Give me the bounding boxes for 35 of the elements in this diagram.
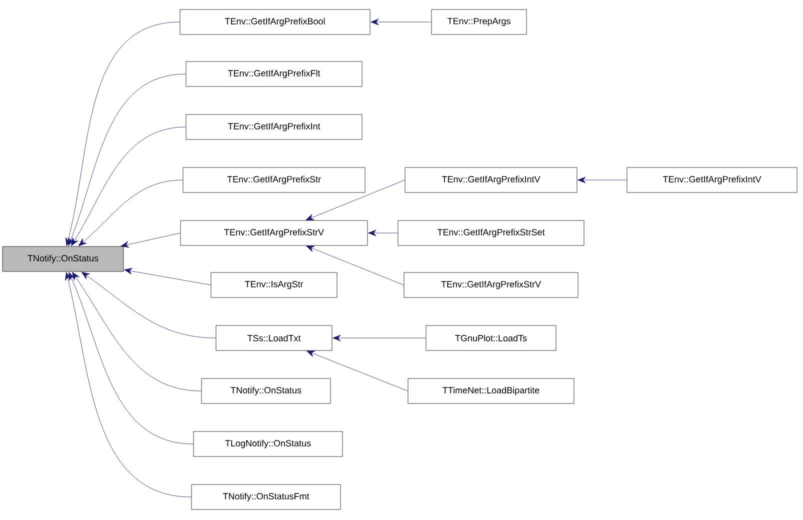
arrow [65,22,180,246]
function-box: TEnv::GetIfArgPrefixIntV [404,167,578,193]
function-box: TNotify::OnStatus [201,378,331,404]
arrow [306,246,404,286]
function-box: TSs::LoadTxt [216,325,332,351]
arrow [120,232,180,248]
function-box: TEnv::IsArgStr [210,272,338,298]
function-box: TEnv::GetIfArgPrefixStrV [404,272,578,298]
arrow [71,126,186,246]
function-box: TEnv::GetIfArgPrefixFlt [186,61,362,87]
function-box: TEnv::GetIfArgPrefixBool [180,9,370,35]
arrow [65,272,192,498]
function-box: TEnv::GetIfArgPrefixIntV [626,167,798,193]
arrow [68,272,194,444]
arrow [332,334,426,342]
arrow [124,268,211,286]
arrow [81,272,216,338]
function-box: TNotify::OnStatus [2,246,124,272]
arrow [78,180,183,246]
arrow [368,230,398,236]
arrow [370,18,432,26]
arrow [306,180,405,220]
function-box: TEnv::GetIfArgPrefixInt [186,114,362,140]
function-box: TLogNotify::OnStatus [193,431,343,457]
function-box: TEnv::GetIfArgPrefixStrSet [398,220,584,246]
function-box: TEnv::GetIfArgPrefixStrV [180,220,368,246]
function-box: TEnv::PrepArgs [431,9,527,35]
function-box: TGnuPlot::LoadTs [426,325,556,351]
arrow [306,350,408,392]
arrow [68,74,186,246]
function-box: TNotify::OnStatusFmt [191,484,341,510]
function-box: TTimeNet::LoadBipartite [408,378,574,404]
arrow [578,176,627,184]
arrow [72,272,202,392]
function-box: TEnv::GetIfArgPrefixStr [182,167,366,193]
